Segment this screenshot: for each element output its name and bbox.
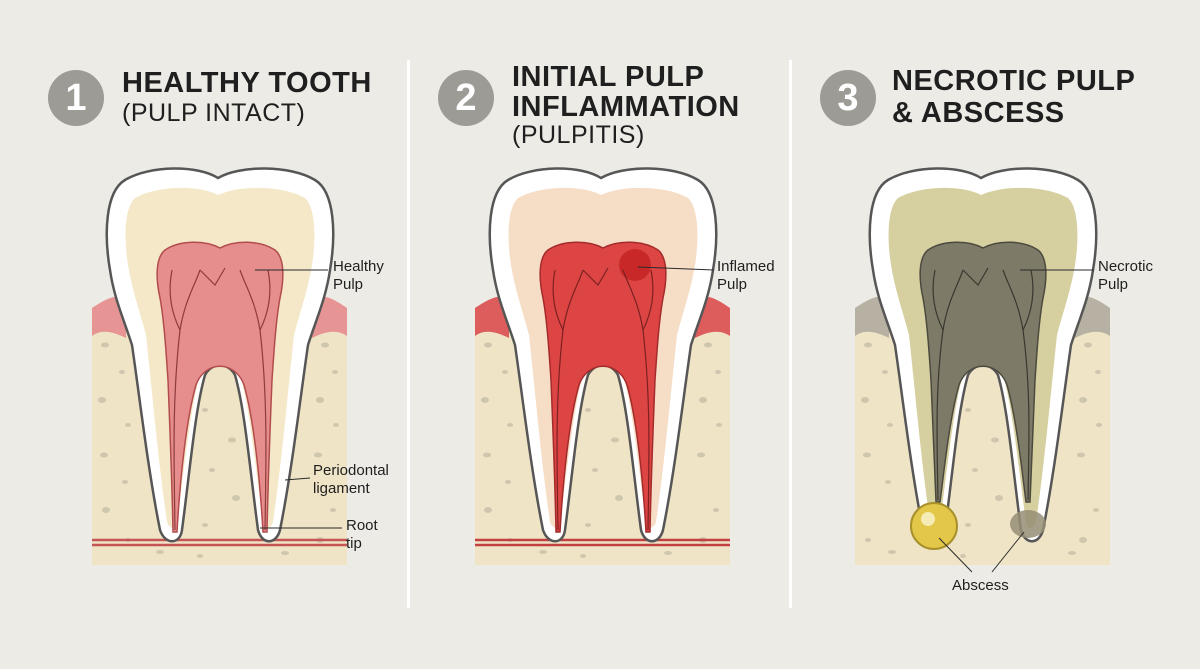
panel-title: HEALTHY TOOTH xyxy=(122,67,372,99)
necrotic-pulp-label-line2: Pulp xyxy=(1098,276,1129,293)
healthy-pulp-label-line2: Pulp xyxy=(333,276,364,293)
abscess-label: Abscess xyxy=(952,577,1009,594)
panel-title-line2: & ABSCESS xyxy=(892,97,1065,129)
step-number-badge: 1 xyxy=(48,70,104,126)
panel-pulpitis: 2 INITIAL PULP INFLAMMATION (PULPITIS) I… xyxy=(410,0,800,669)
root-tip-label-line2: tip xyxy=(346,535,362,552)
root-tip-label: Root xyxy=(346,517,378,534)
necrotic-tooth-illustration xyxy=(855,167,1110,573)
step-number-badge: 2 xyxy=(438,70,494,126)
panel-subtitle: (PULP INTACT) xyxy=(122,99,306,127)
panel-title: INITIAL PULP xyxy=(512,61,705,93)
panel-divider xyxy=(407,60,410,608)
pulpitis-tooth-illustration xyxy=(475,167,730,565)
panel-subtitle: (PULPITIS) xyxy=(512,121,645,149)
periodontal-ligament-label-line2: ligament xyxy=(313,480,370,497)
panel-title-line2: INFLAMMATION xyxy=(512,91,740,123)
panel-title: NECROTIC PULP xyxy=(892,65,1136,97)
periodontal-ligament-label: Periodontal xyxy=(313,462,389,479)
inflamed-pulp-label: Inflamed xyxy=(717,258,775,275)
panel-necrotic-abscess: 3 NECROTIC PULP & ABSCESS Necrotic Pulp … xyxy=(792,0,1182,669)
inflamed-pulp-label-line2: Pulp xyxy=(717,276,748,293)
necrotic-pulp-label: Necrotic xyxy=(1098,258,1154,275)
healthy-tooth-illustration xyxy=(92,167,347,565)
panel-healthy-tooth: 1 HEALTHY TOOTH (PULP INTACT) Healthy Pu… xyxy=(0,0,390,669)
step-number-badge: 3 xyxy=(820,70,876,126)
panel-divider xyxy=(789,60,792,608)
healthy-pulp-label: Healthy xyxy=(333,258,384,275)
